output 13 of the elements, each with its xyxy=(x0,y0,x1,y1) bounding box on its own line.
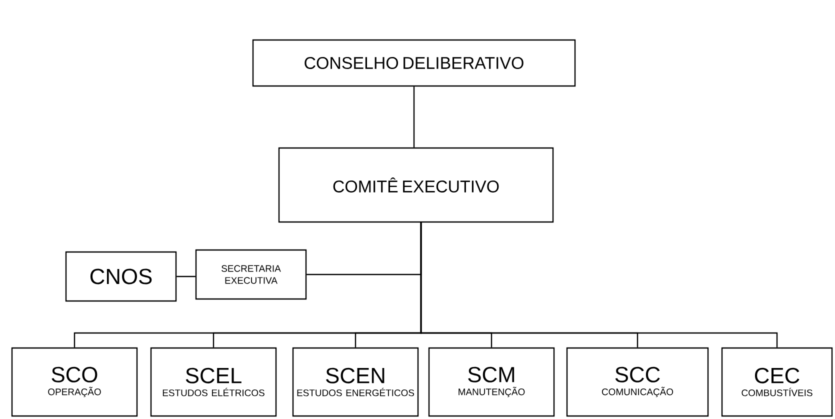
connector-line xyxy=(413,86,415,148)
connector-line xyxy=(420,222,778,348)
org-box: SECRETARIA EXECUTIVA xyxy=(195,249,307,300)
org-box: CNOS xyxy=(65,251,177,302)
unit-box: CEC COMBUSTÍVEIS xyxy=(721,347,833,417)
unit-box: SCEN ESTUDOS ENERGÉTICOS xyxy=(292,347,419,417)
connector-line xyxy=(176,276,196,278)
unit-box: SCM MANUTENÇÃO xyxy=(428,347,555,417)
org-box: CONSELHO DELIBERATIVO xyxy=(252,39,576,87)
unit-box: SCC COMUNICAÇÃO xyxy=(566,347,709,417)
org-box: COMITÊ EXECUTIVO xyxy=(278,147,554,223)
unit-box: SCO OPERAÇÃO xyxy=(11,347,138,417)
unit-box: SCEL ESTUDOS ELÉTRICOS xyxy=(150,347,277,417)
